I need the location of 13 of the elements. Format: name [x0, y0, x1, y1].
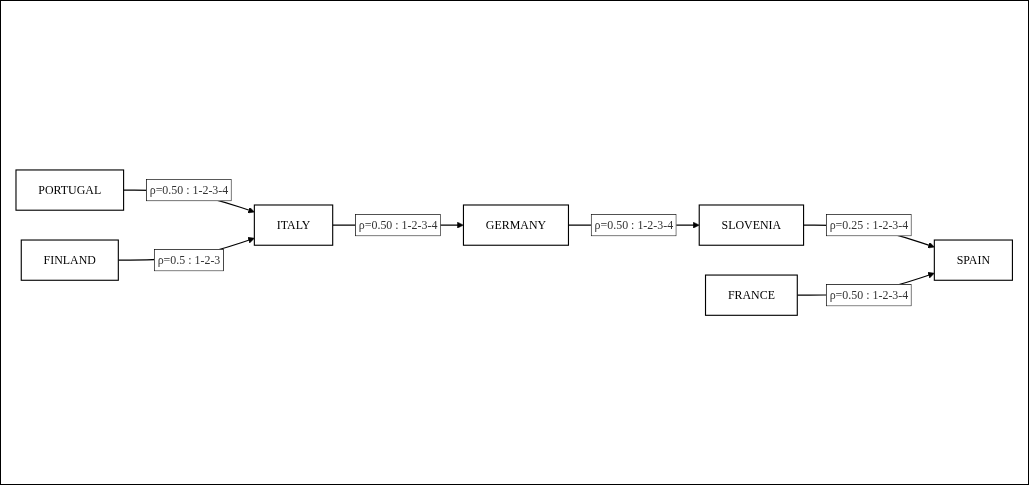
edge-label: ρ=0.50 : 1-2-3-4	[149, 183, 229, 196]
node-box: SPAIN	[934, 239, 1014, 281]
node-box: FRANCE	[705, 274, 799, 316]
edge-label: ρ=0.50 : 1-2-3-4	[359, 218, 438, 231]
edge-label: ρ=0.50 : 1-2-3-4	[594, 218, 674, 231]
node-box: PORTUGAL	[15, 169, 125, 211]
node-box: FINLAND	[21, 239, 120, 281]
edge-label: ρ=0.25 : 1-2-3-4	[829, 218, 909, 231]
edge-label: ρ=0.5 : 1-2-3	[157, 253, 221, 266]
node-box: SLOVENIA	[698, 204, 805, 246]
node-box: GERMANY	[463, 204, 570, 246]
edge-label: ρ=0.50 : 1-2-3-4	[829, 288, 909, 301]
node-box: ITALY	[254, 204, 334, 246]
